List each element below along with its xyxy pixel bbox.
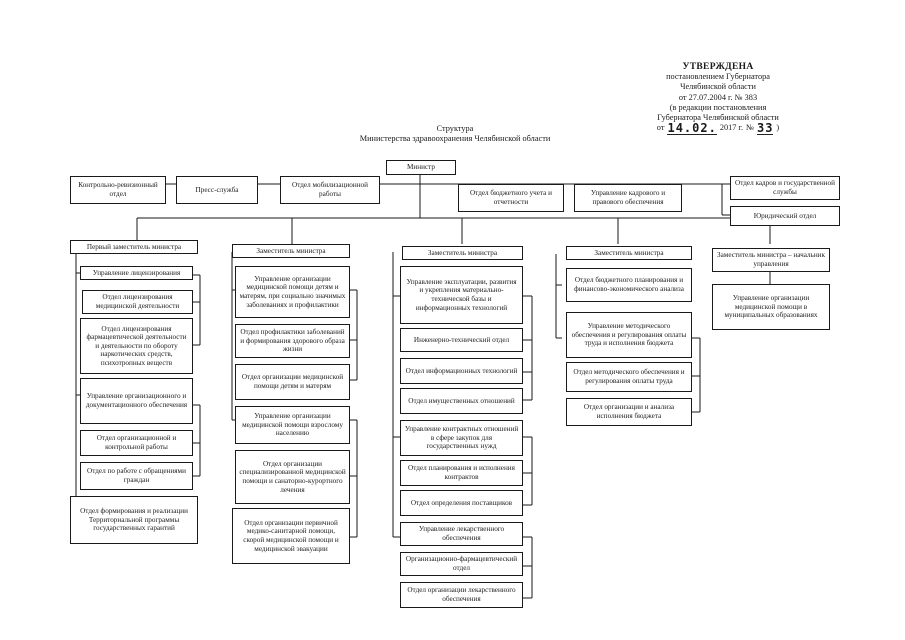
col4-item: Управление методического обеспечения и р… (566, 312, 692, 358)
number-prefix: № (746, 123, 754, 133)
col5-head: Заместитель министра – начальник управле… (712, 248, 830, 272)
handwritten-date: 14.02. (667, 121, 717, 136)
budget-accounting-box: Отдел бюджетного учета и отчетности (458, 184, 564, 212)
mob-box: Отдел мобилизационной работы (280, 176, 380, 204)
date-year: 2017 г. (719, 123, 744, 133)
col5-item: Управление организации медицинской помощ… (712, 284, 830, 330)
col2-item: Управление организации медицинской помощ… (235, 406, 350, 444)
legal-dept-box: Юридический отдел (730, 206, 840, 226)
col1-item: Управление лицензирования (80, 266, 193, 280)
col3-item: Инженерно-технический отдел (400, 328, 523, 352)
approval-line: от 27.07.2004 г. № 383 (678, 92, 758, 102)
col3-head: Заместитель министра (402, 246, 523, 260)
col1-head: Первый заместитель министра (70, 240, 198, 254)
approval-line: постановлением Губернатора (666, 72, 770, 82)
col4-head: Заместитель министра (566, 246, 692, 260)
close-paren: ) (776, 123, 780, 133)
col3-item: Управление лекарственного обеспечения (400, 522, 523, 546)
col4-item: Отдел методического обеспечения и регули… (566, 362, 692, 392)
col1-item: Отдел лицензирования медицинской деятель… (82, 290, 193, 314)
col2-head: Заместитель министра (232, 244, 350, 258)
approved-heading: УТВЕРЖДЕНА (682, 62, 754, 72)
approval-stamp: УТВЕРЖДЕНА постановлением Губернатора Че… (623, 62, 813, 136)
col4-item: Отдел организации и анализа исполнения б… (566, 398, 692, 426)
personnel-box: Отдел кадров и государственной службы (730, 176, 840, 200)
col3-item: Управление эксплуатации, развития и укре… (400, 266, 523, 324)
col4-item: Отдел бюджетного планирования и финансов… (566, 268, 692, 302)
col1-item: Отдел организационной и контрольной рабо… (80, 430, 193, 456)
col3-item: Отдел информационных технологий (400, 358, 523, 384)
col3-item: Управление контрактных отношений в сфере… (400, 420, 523, 456)
col2-item: Отдел организации медицинской помощи дет… (235, 364, 350, 400)
col1-item: Отдел лицензирования фармацевтической де… (80, 318, 193, 374)
title-line: Министерства здравоохранения Челябинской… (359, 134, 551, 143)
col2-item: Отдел профилактики заболеваний и формиро… (235, 324, 350, 358)
col2-item: Отдел организации первичной медико-санит… (232, 508, 350, 564)
col1-item: Отдел по работе с обращениями граждан (80, 462, 193, 490)
col3-item: Отдел определения поставщиков (400, 490, 523, 516)
col3-item: Организационно-фармацевтический отдел (400, 552, 523, 576)
approval-line: (в редакции постановления (669, 102, 767, 112)
col3-item: Отдел организации лекарственного обеспеч… (400, 582, 523, 608)
title-line: Структура (436, 124, 474, 133)
col2-item: Отдел организации специализированной мед… (235, 450, 350, 504)
handwritten-number: 33 (756, 121, 774, 136)
minister-box: Министр (386, 160, 456, 175)
approval-line: Челябинской области (680, 82, 756, 92)
col3-item: Отдел планирования и исполнения контракт… (400, 460, 523, 486)
approval-line: Губернатора Челябинской области (657, 113, 779, 123)
date-prefix: от (656, 123, 665, 133)
kru-box: Контрольно-ревизионный отдел (70, 176, 166, 204)
press-box: Пресс-служба (176, 176, 258, 204)
hr-legal-box: Управление кадрового и правового обеспеч… (574, 184, 682, 212)
document-title: Структура Министерства здравоохранения Ч… (330, 124, 580, 144)
col2-item: Управление организации медицинской помощ… (235, 266, 350, 318)
col1-item: Управление организационного и документац… (80, 378, 193, 424)
approval-date-line: от 14.02. 2017 г. № 33 ) (623, 121, 813, 136)
col1-item: Отдел формирования и реализации Территор… (70, 496, 198, 544)
col3-item: Отдел имущественных отношений (400, 388, 523, 414)
